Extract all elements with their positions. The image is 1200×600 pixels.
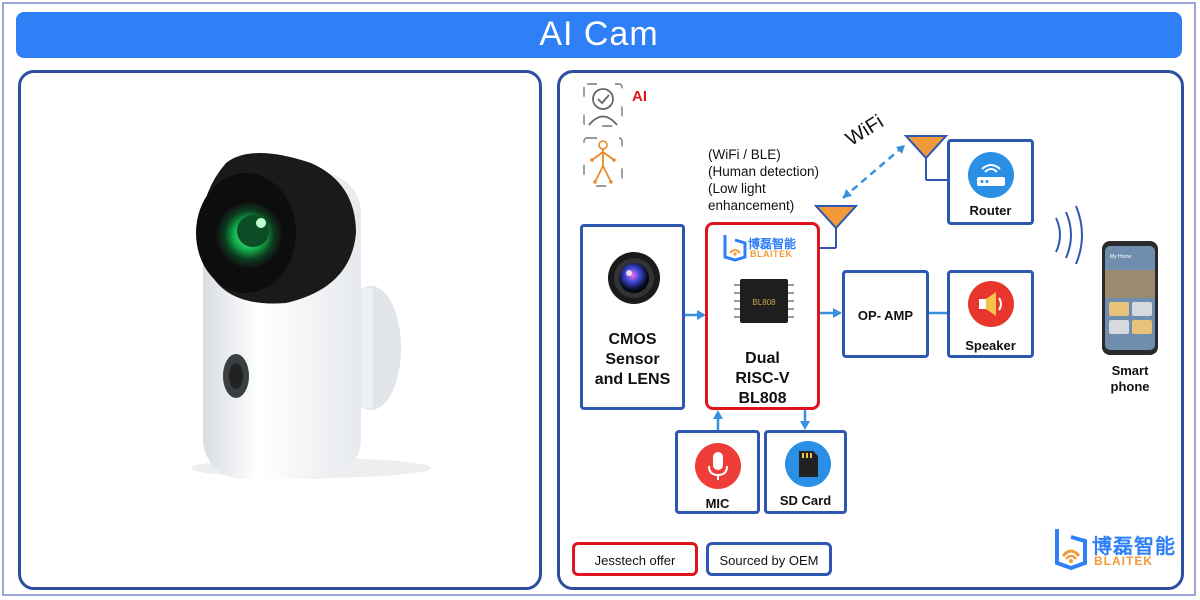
speaker-block: Speaker xyxy=(947,270,1034,358)
corner-brand-latin-name: BLAITEK xyxy=(1094,554,1153,568)
brand-chinese-name: 博磊智能 xyxy=(748,237,797,251)
legend-sourced-by-oem: Sourced by OEM xyxy=(706,542,832,576)
cmos-label: CMOS Sensor and LENS xyxy=(594,331,671,388)
note-line: (Low light xyxy=(708,181,766,196)
page-title: AI Cam xyxy=(16,12,1182,58)
ai-label: AI xyxy=(632,88,647,105)
corner-brand-chinese-name: 博磊智能 xyxy=(1092,536,1176,558)
router-icon xyxy=(968,152,1014,198)
chip-marking: BL808 xyxy=(752,298,776,307)
router-label: Router xyxy=(969,203,1012,218)
note-line: enhancement) xyxy=(708,198,795,213)
smartphone-label: Smart phone xyxy=(1110,363,1150,394)
speaker-icon xyxy=(968,281,1014,327)
human-pose-icon xyxy=(583,137,623,187)
legend-offer-label: Jesstech offer xyxy=(594,553,676,568)
speaker-label: Speaker xyxy=(965,338,1016,353)
mic-block: MIC xyxy=(675,430,760,514)
chip-icon: BL808 xyxy=(734,279,794,323)
sd-card-icon xyxy=(785,441,831,487)
soc-block: 博磊智能 BLAITEK BL808 Dual RISC-V BL808 xyxy=(705,222,820,410)
phone-screen-title: My Home xyxy=(1110,254,1132,260)
op-amp-label: OP- AMP xyxy=(857,308,914,323)
microphone-icon xyxy=(695,443,741,489)
camera-product-illustration xyxy=(191,153,431,479)
note-line: (WiFi / BLE) xyxy=(708,147,781,162)
soc-label: Dual RISC-V BL808 xyxy=(735,350,790,407)
soc-feature-notes: (WiFi / BLE) (Human detection) (Low ligh… xyxy=(708,146,819,214)
legend-oem-label: Sourced by OEM xyxy=(719,553,819,568)
face-recognition-icon xyxy=(583,83,623,127)
cmos-sensor-block: CMOS Sensor and LENS xyxy=(580,224,685,410)
router-block: Router xyxy=(947,139,1034,225)
smartphone-icon: My Home xyxy=(1102,241,1158,355)
op-amp-block: OP- AMP xyxy=(842,270,929,358)
sd-card-block: SD Card xyxy=(764,430,847,514)
legend-jesstech-offer: Jesstech offer xyxy=(572,542,698,576)
mic-label: MIC xyxy=(705,496,730,511)
brand-latin-name: BLAITEK xyxy=(750,249,793,259)
blaitek-corner-logo-icon xyxy=(1055,529,1087,571)
note-line: (Human detection) xyxy=(708,164,820,179)
sd-card-label: SD Card xyxy=(779,493,832,508)
camera-lens-icon xyxy=(608,252,660,304)
product-photo-panel xyxy=(18,70,542,590)
blaitek-logo-icon xyxy=(723,235,747,262)
